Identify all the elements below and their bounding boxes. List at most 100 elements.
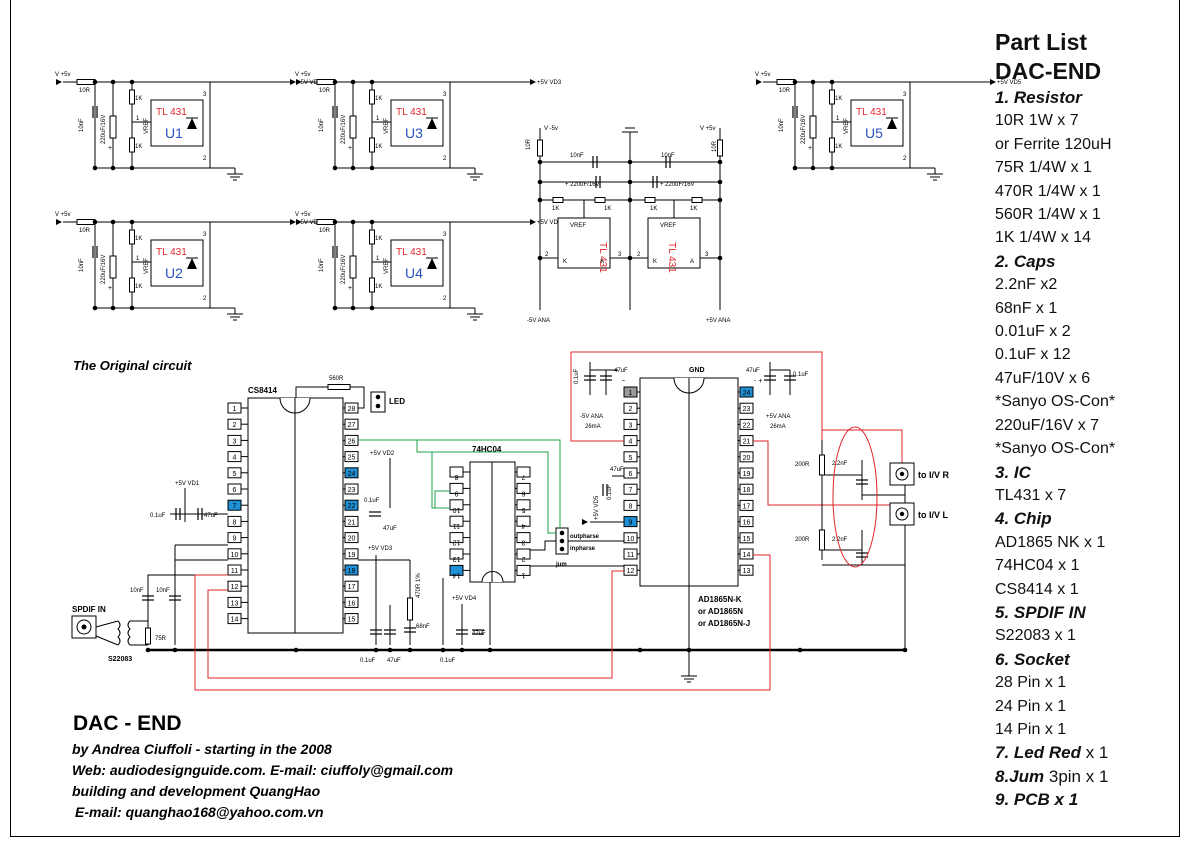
pin-number: 11 <box>627 552 634 559</box>
regulator-vin-label: V +5v <box>295 212 311 218</box>
resistor <box>316 79 336 85</box>
resistor <box>316 219 336 225</box>
pin-number: 22 <box>743 422 751 429</box>
part-list-item: *Sanyo OS-Con* <box>995 393 1116 411</box>
pin-number: 7 <box>629 487 633 494</box>
rca-jack-center <box>899 471 905 477</box>
junction-dot <box>145 647 151 653</box>
tl431-label: TL 431 <box>597 242 608 273</box>
ic-ref-label: U3 <box>405 125 423 141</box>
pin-label: 3 <box>705 252 709 258</box>
part-list-section-head: 5. SPDIF IN <box>995 602 1086 622</box>
pin-number: 23 <box>348 487 356 494</box>
regulator-vin-label: V +5v <box>55 212 71 218</box>
resistor <box>369 277 375 293</box>
polarity-label: + <box>348 145 352 152</box>
capacitor-label: 10nF <box>570 153 584 159</box>
resistor-label: 10R <box>712 140 718 152</box>
credit-line-web: Web: audiodesignguide.com. E-mail: ciuff… <box>72 762 454 778</box>
drawing-title: DAC - END <box>73 712 182 735</box>
electrolytic-capacitor <box>109 115 117 139</box>
resistor <box>717 139 723 157</box>
rca-jack-ring <box>76 619 92 635</box>
junction-dot <box>487 647 493 653</box>
arrow-icon <box>582 519 588 525</box>
supply-label: -5V ANA <box>580 414 603 420</box>
capacitor-label: 2.2nF <box>832 537 848 543</box>
pin-number: 20 <box>348 536 356 543</box>
pin-label: 2 <box>443 156 447 162</box>
resistor <box>129 277 135 293</box>
pin-label: 2 <box>443 296 447 302</box>
supply-label: 26mA <box>585 424 601 430</box>
wire-red <box>207 570 624 679</box>
junction-dot <box>537 197 543 203</box>
arrow-icon <box>290 219 296 225</box>
part-list-item: 220uF/16V x 7 <box>995 416 1100 434</box>
regulator-vout-label: +5V VD5 <box>997 80 1022 86</box>
vref-label: VREF <box>844 118 850 134</box>
pin-label: 3 <box>903 92 907 98</box>
pin-number: 13 <box>743 568 751 575</box>
resistor-label: 1K <box>375 236 382 242</box>
capacitor-label: 10nF <box>156 588 170 594</box>
resistor-label: 10R <box>319 88 331 94</box>
regulator-vin-label: V +5v <box>755 72 771 78</box>
resistor-label: 560R <box>329 376 344 382</box>
part-list-item: 75R 1/4W x 1 <box>995 159 1092 177</box>
capacitor-label: 47uF <box>204 513 218 519</box>
resistor <box>369 89 375 105</box>
pin-number: 3 <box>233 438 237 445</box>
pin-label: K <box>653 259 657 265</box>
part-list-item: *Sanyo OS-Con* <box>995 440 1116 458</box>
wire <box>147 574 228 588</box>
capacitor-label: 47uF <box>387 658 401 664</box>
pin-number: 8 <box>454 473 458 480</box>
resistor-label: 1K <box>835 96 842 102</box>
pin-number: 11 <box>231 568 238 575</box>
capacitor-label: 47uF <box>614 368 628 374</box>
pin-number: 24 <box>348 471 356 478</box>
resistor-label: 10R <box>319 228 331 234</box>
pin-label: 2 <box>637 252 641 258</box>
pin-label: 1 <box>136 256 140 262</box>
transformer-label: S22083 <box>108 656 132 663</box>
pin-number: 12 <box>627 568 635 575</box>
part-list-item: 560R 1/4W x 1 <box>995 206 1101 224</box>
capacitor-label: 10nF <box>319 118 325 132</box>
part-list-item: TL431 x 7 <box>995 486 1067 504</box>
junction-dot <box>332 165 338 171</box>
part-list-item: 24 Pin x 1 <box>995 697 1067 715</box>
junction-dot <box>293 647 299 653</box>
resistor <box>776 79 796 85</box>
pin-number: 15 <box>743 536 751 543</box>
pin-number: 21 <box>743 439 751 446</box>
pin-label: 2 <box>903 156 907 162</box>
rca-jack-ring <box>895 467 909 481</box>
polarity-label: - <box>622 375 625 385</box>
pin-number: 2 <box>521 555 525 562</box>
pin-label: 2 <box>203 296 207 302</box>
junction-dot <box>110 79 116 85</box>
capacitor-label: 47uF <box>746 368 760 374</box>
tl431-outline <box>647 217 701 269</box>
junction-dot <box>350 165 356 171</box>
junction-dot <box>627 159 633 165</box>
junction-dot <box>627 197 633 203</box>
polarity-label: + <box>108 285 112 292</box>
part-list-item: AD1865 NK x 1 <box>995 533 1106 551</box>
chip-variant-label: AD1865N-K <box>698 595 742 604</box>
arrow-icon <box>530 219 536 225</box>
wire-green <box>416 440 450 509</box>
pin-label: 1 <box>836 116 840 122</box>
junction-dot <box>627 255 633 261</box>
resistor <box>829 137 835 153</box>
capacitor-label: 0.1uF <box>150 513 166 519</box>
junction-dot <box>369 165 375 171</box>
zener-icon <box>187 118 197 129</box>
resistor-label: 1K <box>604 206 611 212</box>
wire <box>530 540 556 551</box>
pin-number: 19 <box>743 471 751 478</box>
jumper-label: jum <box>555 562 567 568</box>
tl431-label: TL 431 <box>856 107 887 118</box>
